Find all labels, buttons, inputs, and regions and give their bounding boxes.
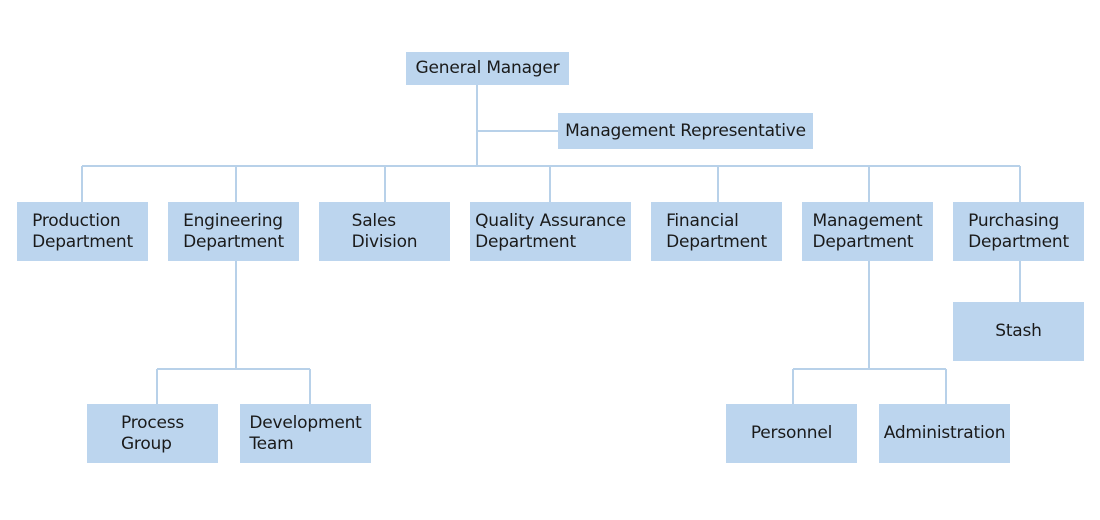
- management-representative-box: Management Representative: [558, 113, 813, 149]
- general-manager-box: General Manager: [406, 52, 569, 85]
- general-manager-label: General Manager: [415, 58, 560, 78]
- personnel-box: Personnel: [726, 404, 857, 463]
- sales-division-label: Sales Division: [351, 210, 418, 252]
- management-representative-label: Management Representative: [565, 120, 806, 141]
- quality-assurance-department-box: Quality Assurance Department: [470, 202, 631, 261]
- development-team-label: Development Team: [249, 412, 362, 454]
- sales-division-box: Sales Division: [319, 202, 450, 261]
- production-department-label: Production Department: [32, 210, 133, 252]
- administration-label: Administration: [883, 423, 1006, 443]
- development-team-box: Development Team: [240, 404, 371, 463]
- personnel-label: Personnel: [750, 423, 833, 443]
- financial-department-box: Financial Department: [651, 202, 782, 261]
- process-group-box: Process Group: [87, 404, 218, 463]
- engineering-department-box: Engineering Department: [168, 202, 299, 261]
- administration-box: Administration: [879, 404, 1010, 463]
- purchasing-department-box: Purchasing Department: [953, 202, 1084, 261]
- management-department-label: Management Department: [812, 210, 923, 252]
- engineering-department-label: Engineering Department: [183, 210, 284, 252]
- management-department-box: Management Department: [802, 202, 933, 261]
- quality-assurance-department-label: Quality Assurance Department: [475, 210, 626, 252]
- stash-box: Stash: [953, 302, 1084, 361]
- production-department-box: Production Department: [17, 202, 148, 261]
- stash-label: Stash: [995, 321, 1042, 341]
- financial-department-label: Financial Department: [666, 210, 767, 252]
- process-group-label: Process Group: [120, 412, 185, 454]
- purchasing-department-label: Purchasing Department: [968, 210, 1069, 252]
